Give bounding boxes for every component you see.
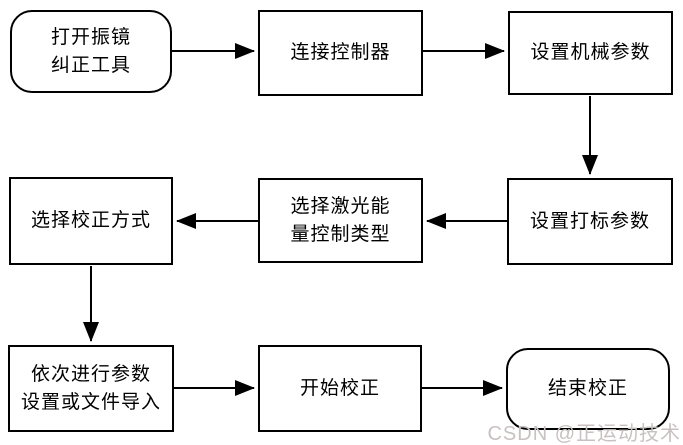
flow-node-open-galvo-correction-tool: 打开振镜 纠正工具	[10, 10, 172, 93]
flow-node-select-laser-energy-control-type: 选择激光能 量控制类型	[258, 178, 423, 263]
flow-node-set-marking-params: 设置打标参数	[507, 178, 673, 265]
flow-node-set-params-or-import-file: 依次进行参数 设置或文件导入	[8, 345, 174, 432]
flow-node-select-correction-method: 选择校正方式	[9, 177, 173, 265]
flow-node-connect-controller: 连接控制器	[258, 10, 423, 96]
flow-node-start-correction: 开始校正	[258, 345, 422, 432]
csdn-watermark: CSDN @正运动技术	[487, 423, 681, 445]
flow-node-end-correction: 结束校正	[506, 348, 670, 430]
flow-node-set-mechanical-params: 设置机械参数	[508, 11, 673, 95]
